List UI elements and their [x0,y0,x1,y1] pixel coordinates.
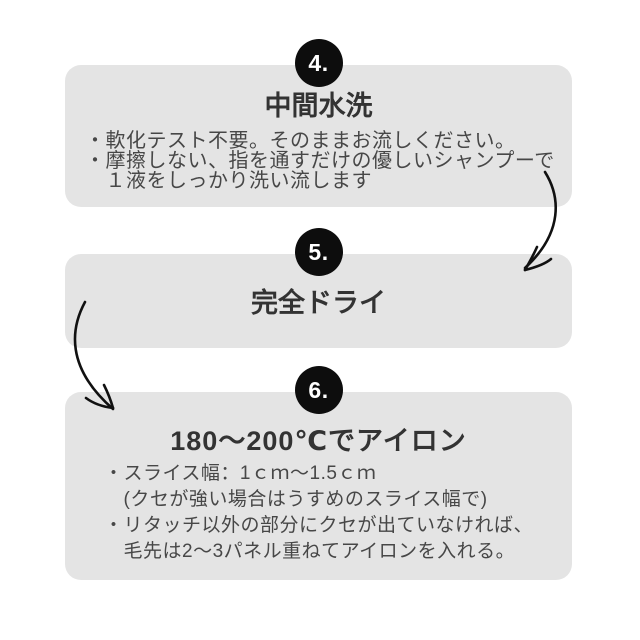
step-4-title: 中間水洗 [264,91,373,121]
step-4-number: 4. [308,49,329,76]
note-line: (クセが強い場合はうすめのスライス幅で) [104,489,488,510]
step-6-card: 6. 180〜200℃でアイロン ・スライス幅：1ｃｍ〜1.5ｃｍ (クセが強い… [65,366,572,580]
note-line: １液をしっかり洗い流します [85,170,372,192]
note-line: ・スライス幅：1ｃｍ〜1.5ｃｍ [104,463,377,484]
note-line: ・摩擦しない、指を通すだけの優しいシャンプーで [85,150,555,172]
step-4-card: 4. 中間水洗 ・軟化テスト不要。そのままお流しください。 ・摩擦しない、指を通… [65,39,572,207]
curved-arrow-step5-to-step6-icon [73,300,115,411]
step-4-number-badge: 4. [294,39,343,87]
step-6-number: 6. [308,376,329,403]
step-5-card: 5. 完全ドライ [65,228,572,348]
step-5-number: 5. [308,238,329,265]
note-line: ・軟化テスト不要。そのままお流しください。 [85,130,516,152]
curved-arrow-step4-to-step5-icon [523,170,557,272]
step-4-notes: ・軟化テスト不要。そのままお流しください。 ・摩擦しない、指を通すだけの優しいシ… [65,131,572,191]
step-5-title: 完全ドライ [251,288,386,318]
step-6-number-badge: 6. [294,366,343,414]
step-6-title: 180〜200℃でアイロン [170,426,467,456]
step-5-number-badge: 5. [294,228,343,276]
step-6-notes: ・スライス幅：1ｃｍ〜1.5ｃｍ (クセが強い場合はうすめのスライス幅で) ・リ… [65,461,572,565]
note-line: 毛先は2〜3パネル重ねてアイロンを入れる。 [104,541,516,562]
note-line: ・リタッチ以外の部分にクセが出ていなければ、 [104,515,534,536]
